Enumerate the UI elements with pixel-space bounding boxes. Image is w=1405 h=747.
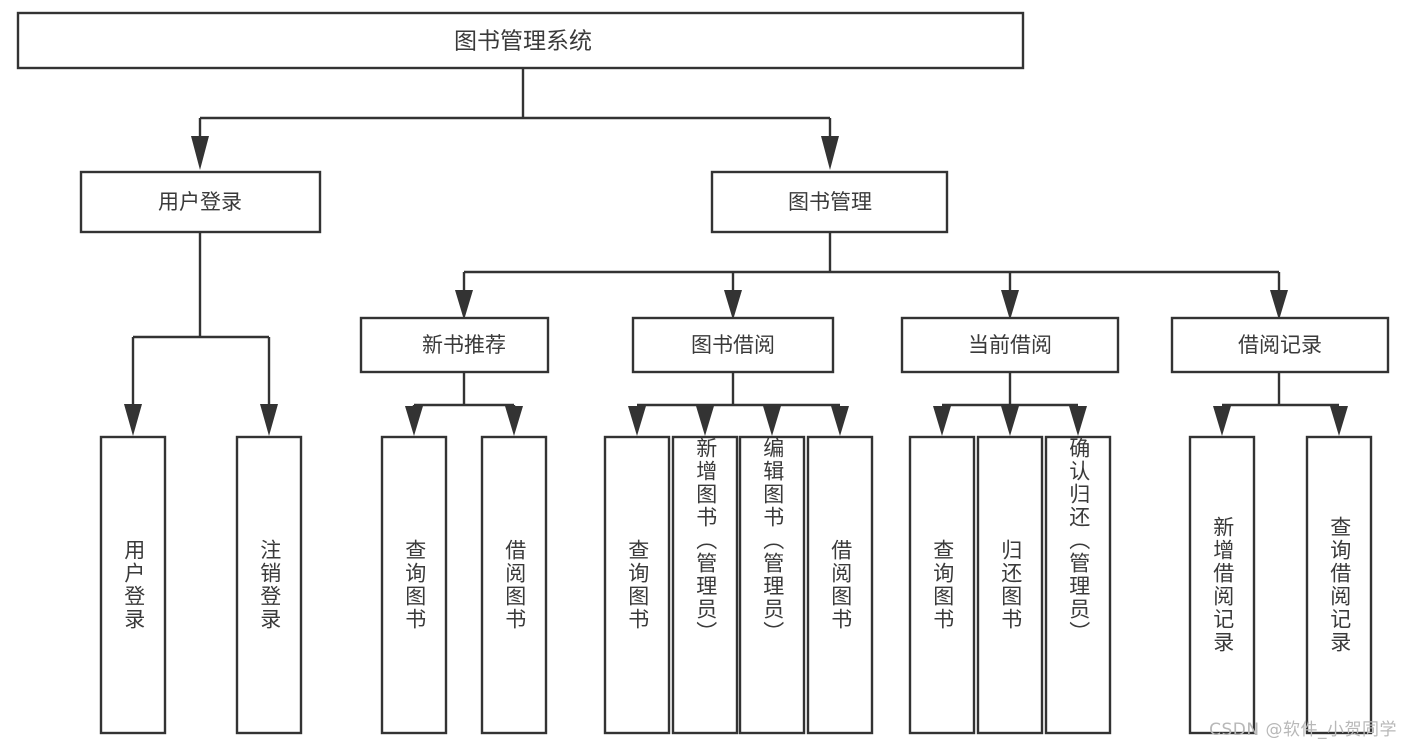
node-box-leaf-user-login[interactable] [99,435,167,735]
arrow-leaf-cb-3 [1069,406,1087,436]
watermark-text: CSDN @软件_小贺同学 [1209,720,1397,740]
arrow-to-borrow-record [1270,290,1288,320]
node-box-book-borrow[interactable] [631,316,835,374]
node-label-new-book-recommend: 新书推荐 [422,333,506,357]
node-box-new-book-recommend[interactable] [359,316,550,374]
arrow-leaf-bb-1 [628,406,646,436]
node-label-book-manage: 图书管理 [788,190,872,214]
arrow-leaf-br-1 [1213,406,1231,436]
node-label-user-login: 用户登录 [158,190,242,214]
node-box-leaf-cb-confirm-return[interactable] [1044,435,1112,735]
node-box-leaf-bb-query-book[interactable] [603,435,671,735]
node-box-book-manage[interactable] [710,170,949,234]
node-box-user-login[interactable] [79,170,322,234]
node-box-leaf-bb-add-book[interactable] [671,435,739,735]
arrow-leaf-br-2 [1330,406,1348,436]
node-label-current-borrow: 当前借阅 [968,333,1052,357]
arrow-leaf-cb-1 [933,406,951,436]
arrow-leaf-logout [260,404,278,436]
arrow-leaf-bb-3 [763,406,781,436]
node-box-leaf-bb-edit-book[interactable] [738,435,806,735]
connector-group [124,68,1348,436]
arrow-to-book-borrow [724,290,742,320]
node-box-leaf-cb-return-book[interactable] [976,435,1044,735]
arrow-leaf-bb-2 [696,406,714,436]
arrow-to-new-book [455,290,473,320]
node-box-leaf-logout[interactable] [235,435,303,735]
arrow-leaf-nb-1 [405,406,423,436]
arrow-to-book-manage [821,136,839,170]
node-label-book-borrow: 图书借阅 [691,333,775,357]
node-box-leaf-cb-query-book[interactable] [908,435,976,735]
node-box-leaf-bb-borrow-book[interactable] [806,435,874,735]
arrow-leaf-cb-2 [1001,406,1019,436]
node-box-leaf-br-add-record[interactable] [1188,435,1256,735]
node-label-root: 图书管理系统 [454,29,592,55]
arrow-to-current-borrow [1001,290,1019,320]
node-box-leaf-nb-borrow-book[interactable] [480,435,548,735]
node-box-leaf-nb-query-book[interactable] [380,435,448,735]
arrow-leaf-nb-2 [505,406,523,436]
node-box-leaf-br-query-record[interactable] [1305,435,1373,735]
node-box-borrow-record[interactable] [1170,316,1390,374]
node-label-borrow-record: 借阅记录 [1238,333,1322,357]
node-box-current-borrow[interactable] [900,316,1120,374]
node-box-root[interactable] [16,11,1025,70]
arrow-leaf-bb-4 [831,406,849,436]
arrow-to-user-login [191,136,209,170]
arrow-leaf-user-login [124,404,142,436]
